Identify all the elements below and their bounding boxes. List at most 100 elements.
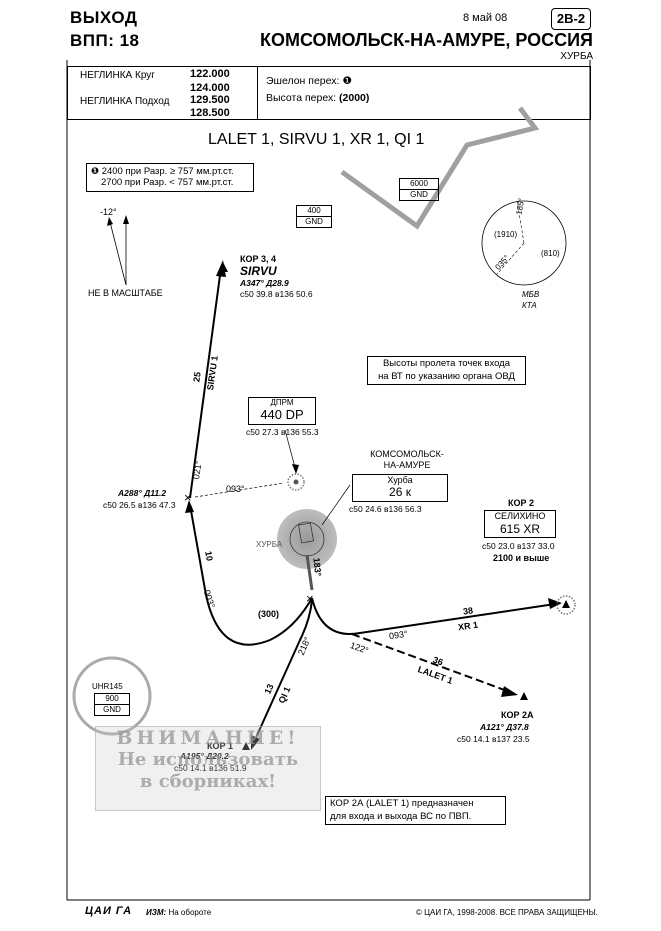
radial-093-label: 093° <box>226 484 245 494</box>
route-xr-distance: 38 <box>462 605 474 617</box>
fix-sirvu-title: КОР 3, 4 <box>240 254 277 264</box>
msa-label-1: МБВ <box>522 290 540 299</box>
fix-a288-marker: × <box>184 490 192 505</box>
footer-changes-value: На обороте <box>168 908 212 917</box>
fix-kor1-coord: с50 14.1 в136 51.9 <box>174 763 247 773</box>
fix-sirvu-coord: с50 39.8 в136 50.6 <box>240 289 313 299</box>
altitude-400-sub: GND <box>297 216 331 227</box>
transition-altitude-value: (2000) <box>339 92 370 104</box>
watermark-stamp: ВНИМАНИЕ! Не использовать в сборниках! <box>95 726 321 811</box>
watermark-line-1: ВНИМАНИЕ! <box>116 727 300 749</box>
uhr145-label: UHR145 <box>92 682 123 691</box>
tower-freq-1: 122.000 <box>190 68 230 80</box>
altitude-300: (300) <box>258 609 280 619</box>
fix-kor2-id: 615 XR <box>499 522 541 536</box>
msa-sector-line-1 <box>516 200 525 244</box>
footer-copyright: © ЦАИ ГА, 1998-2008. ВСЕ ПРАВА ЗАЩИЩЕНЫ. <box>416 908 598 917</box>
transition-altitude-label: Высота перех: <box>266 92 337 104</box>
fix-a288-coord: с50 26.5 в136 47.3 <box>103 500 176 510</box>
airport-title: КОМСОМОЛЬСК-НА-АМУРЕ, РОССИЯ <box>259 30 593 50</box>
fix-sirvu-name: SIRVU <box>240 264 277 278</box>
vor-name-1: КОМСОМОЛЬСК- <box>370 449 444 459</box>
tower-freq-2: 124.000 <box>190 82 230 94</box>
transition-altitude: Высота перех: (2000) <box>266 92 369 104</box>
dprm-box: ДПРМ 440 DP <box>248 397 316 425</box>
restricted-area-uhr145 <box>72 656 152 736</box>
pressure-note-text-1: 2400 при Разр. ≥ 757 мм.рт.ст. <box>101 166 234 177</box>
ndb-xr-symbol <box>556 595 576 615</box>
fix-sirvu-dme: A347° Д28.9 <box>240 278 289 288</box>
msa-circle <box>481 200 567 286</box>
fix-kor2a-title: КОР 2А <box>501 710 534 720</box>
altitude-6000: 6000 <box>410 179 428 188</box>
aerodrome-circle <box>277 509 337 569</box>
dprm-leader-head <box>292 464 299 474</box>
chart-title: LALET 1, SIRVU 1, XR 1, QI 1 <box>208 131 425 148</box>
magnetic-arrowhead <box>107 217 113 226</box>
north-arrowhead <box>123 215 129 224</box>
note-1-marker: ❶ <box>342 75 352 87</box>
watermark-line-2: Не использовать <box>117 749 299 770</box>
fix-sirvu-triangle <box>218 262 228 272</box>
fix-kor2a-triangle <box>520 692 528 700</box>
approach-label: НЕГЛИНКА Подход <box>80 96 170 107</box>
magnetic-arrow <box>109 221 127 286</box>
course-183-label: 183° <box>311 557 324 577</box>
dprm-id: 440 DP <box>260 407 304 422</box>
fix-kor2-altitude: 2100 и выше <box>493 553 550 563</box>
atc-note: Высоты пролета точек входа на ВТ по указ… <box>367 356 526 385</box>
fix-300-marker: × <box>306 591 314 606</box>
altitude-900-sub: GND <box>95 704 129 715</box>
fix-kor2-coord: с50 23.0 в137 33.0 <box>482 541 555 551</box>
chart-date: 8 май 08 <box>463 12 508 24</box>
magvar-label: -12° <box>100 207 117 217</box>
transition-level-label: Эшелон перех: <box>266 75 340 87</box>
chart-id: 2В-2 <box>551 8 591 30</box>
not-to-scale-label: НЕ В МАСШТАБЕ <box>88 288 163 298</box>
route-003-turn <box>189 504 313 646</box>
route-qi-arrowhead <box>251 735 260 750</box>
watermark-line-3: в сборниках! <box>139 771 277 792</box>
route-sirvu-distance: 25 <box>191 371 203 383</box>
ndb-xr-triangle <box>562 600 570 608</box>
fix-kor2-name: СЕЛИХИНО <box>494 511 546 521</box>
route-003-arrowhead <box>185 500 194 513</box>
fix-kor2a-dme: A121° Д37.8 <box>480 722 529 732</box>
msa-altitude-left: (1910) <box>494 230 518 239</box>
runway-label: ВПП: 18 <box>70 31 140 50</box>
altitude-box-400: 400 GND <box>296 205 332 228</box>
ndb-dprm-center <box>293 479 299 485</box>
msa-label-2: КТА <box>522 301 537 310</box>
footer-changes: ИЗМ: На обороте <box>146 908 211 917</box>
pressure-note-line-1: ❶ 2400 при Разр. ≥ 757 мм.рт.ст. <box>91 166 253 177</box>
route-qi <box>253 599 313 743</box>
runway-symbol <box>298 522 314 544</box>
route-003-distance: 10 <box>203 550 215 562</box>
vor-sub: Хурба <box>387 475 413 485</box>
route-lalet-arrowhead <box>501 686 518 697</box>
route-lalet <box>351 633 511 693</box>
route-sirvu <box>189 267 222 499</box>
atc-note-line-2: на ВТ по указанию органа ОВД <box>378 371 515 382</box>
approach-freq-1: 129.500 <box>190 94 230 106</box>
fix-kor2-box: СЕЛИХИНО 615 XR <box>484 510 556 538</box>
procedure-type: ВЫХОД <box>70 8 138 27</box>
approach-freq-2: 128.500 <box>190 107 230 119</box>
vor-leader <box>321 484 351 526</box>
dprm-leader <box>284 429 297 472</box>
transition-level: Эшелон перех: ❶ <box>266 75 352 87</box>
ndb-dprm-symbol <box>287 473 305 491</box>
altitude-box-6000: 6000 GND <box>399 178 439 201</box>
msa-altitude-right: (810) <box>541 249 560 258</box>
route-xr-arrowhead <box>548 598 562 609</box>
tower-label: НЕГЛИНКА Круг <box>80 70 155 81</box>
kor2a-note-line-2: для входа и выхода ВС по ПВП. <box>330 811 472 822</box>
vor-box: Хурба 26 к <box>352 474 448 502</box>
fix-kor1-dme: A195° Д20.2 <box>180 751 229 761</box>
footer-logo: ЦАИ ГА <box>85 905 133 917</box>
altitude-900: 900 <box>105 694 119 703</box>
aerodrome-label: ХУРБА <box>256 540 283 549</box>
radial-093 <box>194 482 285 498</box>
kor2a-note: КОР 2А (LALET 1) предназначен для входа … <box>325 796 506 825</box>
